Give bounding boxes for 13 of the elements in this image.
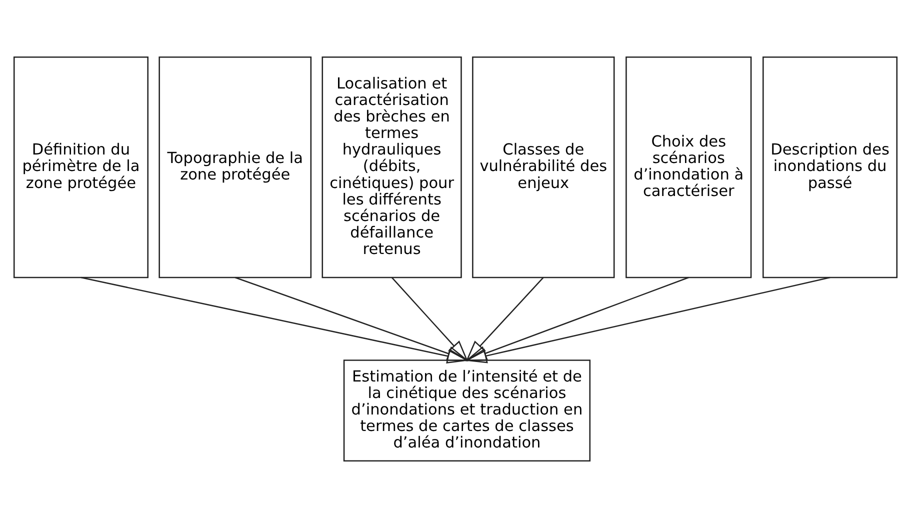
arrow: [234, 276, 469, 360]
arrow: [465, 276, 830, 363]
node-box: Description des inondations du passé: [762, 56, 898, 278]
arrow: [391, 276, 468, 362]
node-box: Classes de vulnérabilité des enjeux: [472, 56, 615, 278]
arrow: [465, 276, 689, 360]
arrow: [466, 276, 544, 362]
node-box: Définition du périmètre de la zone protégée: [13, 56, 148, 278]
node-box: Estimation de l’intensité et de la cinétique des scénarios d’inondations et traduction en termes de cartes de classes d’aléa d’inondation: [343, 359, 591, 462]
arrow: [80, 276, 469, 364]
node-box: Choix des scénarios d’inondation à caractériser: [626, 56, 752, 278]
node-box: Topographie de la zone protégée: [158, 56, 312, 278]
node-box: Localisation et caractérisation des brèches en termes hydrauliques (débits, cinétiques) pour les différents scénarios de défaillance retenus: [322, 56, 462, 278]
